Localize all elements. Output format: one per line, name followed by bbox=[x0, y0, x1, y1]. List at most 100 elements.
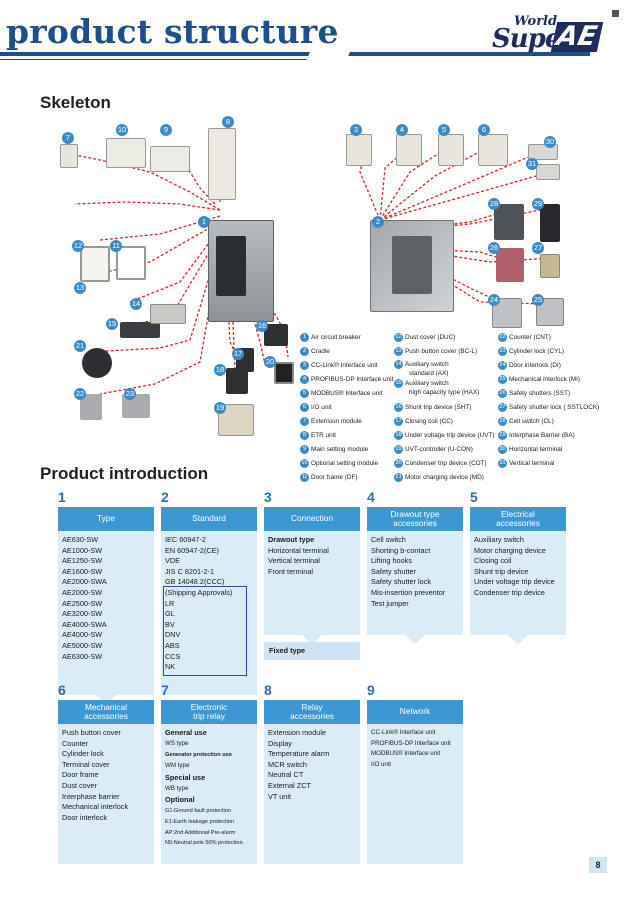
column-number: 1 bbox=[58, 489, 66, 505]
interface-unit-image-4 bbox=[396, 134, 422, 166]
skeleton-badge-29: 29 bbox=[532, 198, 544, 210]
list-item: CC-Link® Interface unit bbox=[371, 729, 436, 736]
list-item: Terminal cover bbox=[62, 759, 110, 769]
list-item: ABS bbox=[165, 640, 180, 650]
column-header: Network bbox=[367, 700, 463, 724]
motor-charging-image bbox=[82, 348, 112, 378]
column-arrow bbox=[58, 695, 154, 705]
column-number: 6 bbox=[58, 682, 66, 698]
list-item: Closing coil bbox=[474, 556, 512, 566]
intro-column-network: 9 Network CC-Link® Interface unit PROFIB… bbox=[367, 682, 463, 864]
logo-ae-text: AE bbox=[550, 21, 604, 52]
terminal-image-30 bbox=[528, 144, 558, 160]
list-item: AE1250-SW bbox=[62, 556, 103, 566]
list-item: N5:Neutral pole 50% protection bbox=[165, 840, 243, 847]
skeleton-badge-4: 4 bbox=[396, 124, 408, 136]
list-item: Generator protection use bbox=[165, 752, 232, 759]
list-item: Safety shutter bbox=[371, 566, 417, 576]
skeleton-badge-31: 31 bbox=[526, 158, 538, 170]
world-super-ae-logo: World Super AE bbox=[492, 14, 604, 58]
list-item: WS type bbox=[165, 739, 189, 747]
column-number: 9 bbox=[367, 682, 375, 698]
list-item: Temperature alarm bbox=[268, 749, 330, 759]
breaker-front-panel-image bbox=[216, 236, 246, 296]
list-item: PROFIBUS-DP Interface unit bbox=[371, 739, 451, 747]
shutter-lock-image bbox=[540, 254, 560, 278]
shipping-approvals-box bbox=[163, 586, 247, 676]
list-item: Under voltage trip device bbox=[474, 577, 555, 587]
list-item: AE630-SW bbox=[62, 535, 99, 544]
uvt-image bbox=[226, 368, 248, 394]
column-number: 5 bbox=[470, 489, 478, 505]
list-item: Motor charging device bbox=[474, 545, 546, 555]
column-number: 4 bbox=[367, 489, 375, 505]
column-body: Extension module Display Temperature ala… bbox=[264, 724, 360, 864]
list-item: Counter bbox=[62, 738, 88, 748]
cell-switch-image bbox=[540, 204, 560, 242]
list-item: Door interlock bbox=[62, 812, 108, 822]
list-item: Door frame bbox=[62, 770, 99, 780]
list-item: Push button cover bbox=[62, 728, 121, 737]
shunt-trip-image bbox=[264, 324, 288, 346]
skeleton-badge-11: 11 bbox=[110, 240, 122, 252]
list-item: Mechanical interlock bbox=[62, 802, 129, 812]
list-item: Optional bbox=[165, 795, 195, 805]
list-item: MCR switch bbox=[268, 759, 307, 769]
list-item: GB 14048.2(CCC) bbox=[165, 577, 225, 587]
skeleton-badge-20: 20 bbox=[264, 356, 276, 368]
skeleton-diagram: 1 2 3 4 5 6 7 8 9 10 11 12 13 14 15 16 1… bbox=[40, 112, 630, 472]
header-thin-rule bbox=[0, 59, 340, 60]
column-body: Push button cover Counter Cylinder lock … bbox=[58, 724, 154, 864]
list-item: Auxiliary switch bbox=[474, 535, 524, 544]
terminal-image-31 bbox=[536, 164, 560, 180]
cradle-inner-image bbox=[392, 236, 432, 294]
column-body: IEC 60947-2 EN 60947-2(CE) VDE JIS C 820… bbox=[161, 531, 257, 695]
skeleton-badge-8: 8 bbox=[222, 116, 234, 128]
list-item: Cell switch bbox=[371, 535, 406, 544]
skeleton-badge-15: 15 bbox=[106, 318, 118, 330]
list-item: Mis-insertion preventor bbox=[371, 587, 446, 597]
list-item: BV bbox=[165, 619, 175, 629]
column-body: CC-Link® Interface unit PROFIBUS-DP Inte… bbox=[367, 724, 463, 864]
column-arrow bbox=[264, 635, 360, 645]
list-item: AE6300-SW bbox=[62, 651, 103, 661]
list-item: VDE bbox=[165, 556, 181, 566]
skeleton-badge-30: 30 bbox=[544, 136, 556, 148]
list-item: EN 60947-2(CE) bbox=[165, 545, 219, 555]
counter-image bbox=[80, 394, 102, 420]
list-item: Special use bbox=[165, 772, 206, 782]
skeleton-badge-12: 12 bbox=[72, 240, 84, 252]
module-image-10 bbox=[106, 138, 146, 168]
list-item: Extension module bbox=[268, 728, 327, 737]
column-header: Type bbox=[58, 507, 154, 531]
column-body: Drawout type Horizontal terminal Vertica… bbox=[264, 531, 360, 635]
skeleton-badge-25: 25 bbox=[532, 294, 544, 306]
page-number: 8 bbox=[589, 857, 607, 873]
skeleton-badge-26: 26 bbox=[488, 242, 500, 254]
list-item: AE4000-SW bbox=[62, 630, 103, 640]
skeleton-badge-19: 19 bbox=[214, 402, 226, 414]
skeleton-badge-9: 9 bbox=[160, 124, 172, 136]
